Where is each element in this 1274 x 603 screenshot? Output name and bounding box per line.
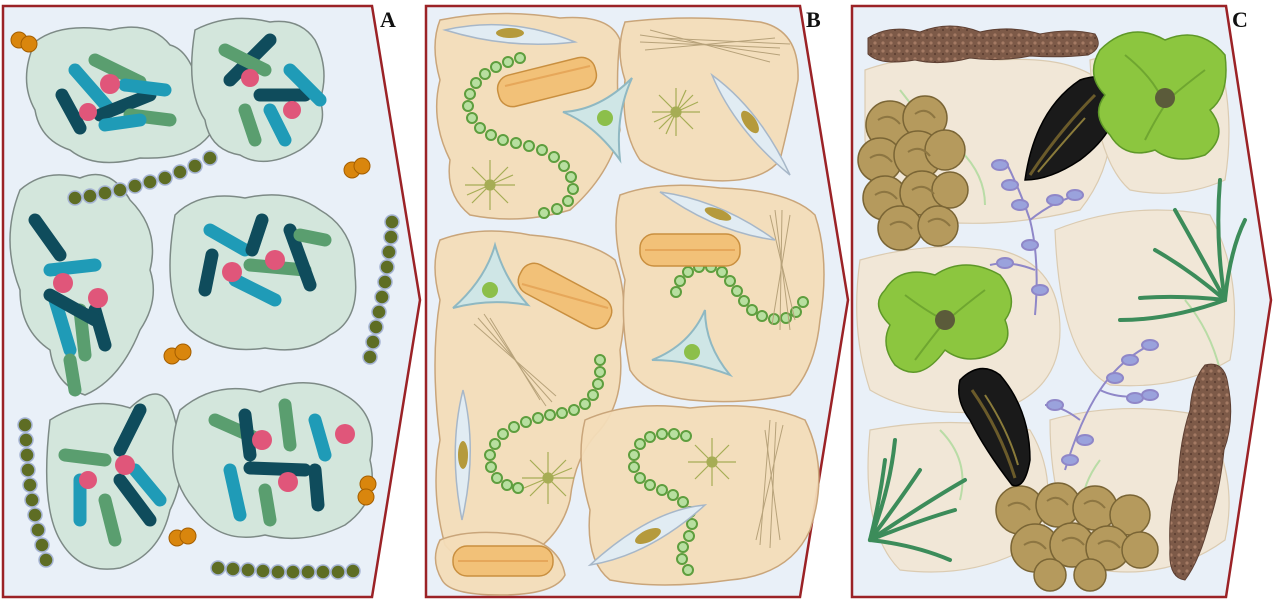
panel-label-b: B [806,7,821,32]
radiate-colony-icon [652,88,700,136]
diplococcus-icon [358,476,376,505]
radiate-colony-icon [688,438,736,486]
panel-label-c: C [1232,7,1248,32]
diplococcus-icon [169,528,196,546]
panel-label-a: A [380,7,396,32]
eps-cluster [173,383,372,539]
panel-c: C [852,6,1271,597]
eps-matrix [435,13,824,595]
panel-b: B [426,6,848,597]
pennate-diatom-icon [640,234,740,266]
panel-a: A [3,6,420,597]
radiate-colony-icon [465,160,515,210]
eps-cluster [170,195,356,350]
sea-lettuce-icon [1094,32,1226,159]
pennate-diatom-icon [453,546,553,576]
sponge-icon [868,26,1098,63]
